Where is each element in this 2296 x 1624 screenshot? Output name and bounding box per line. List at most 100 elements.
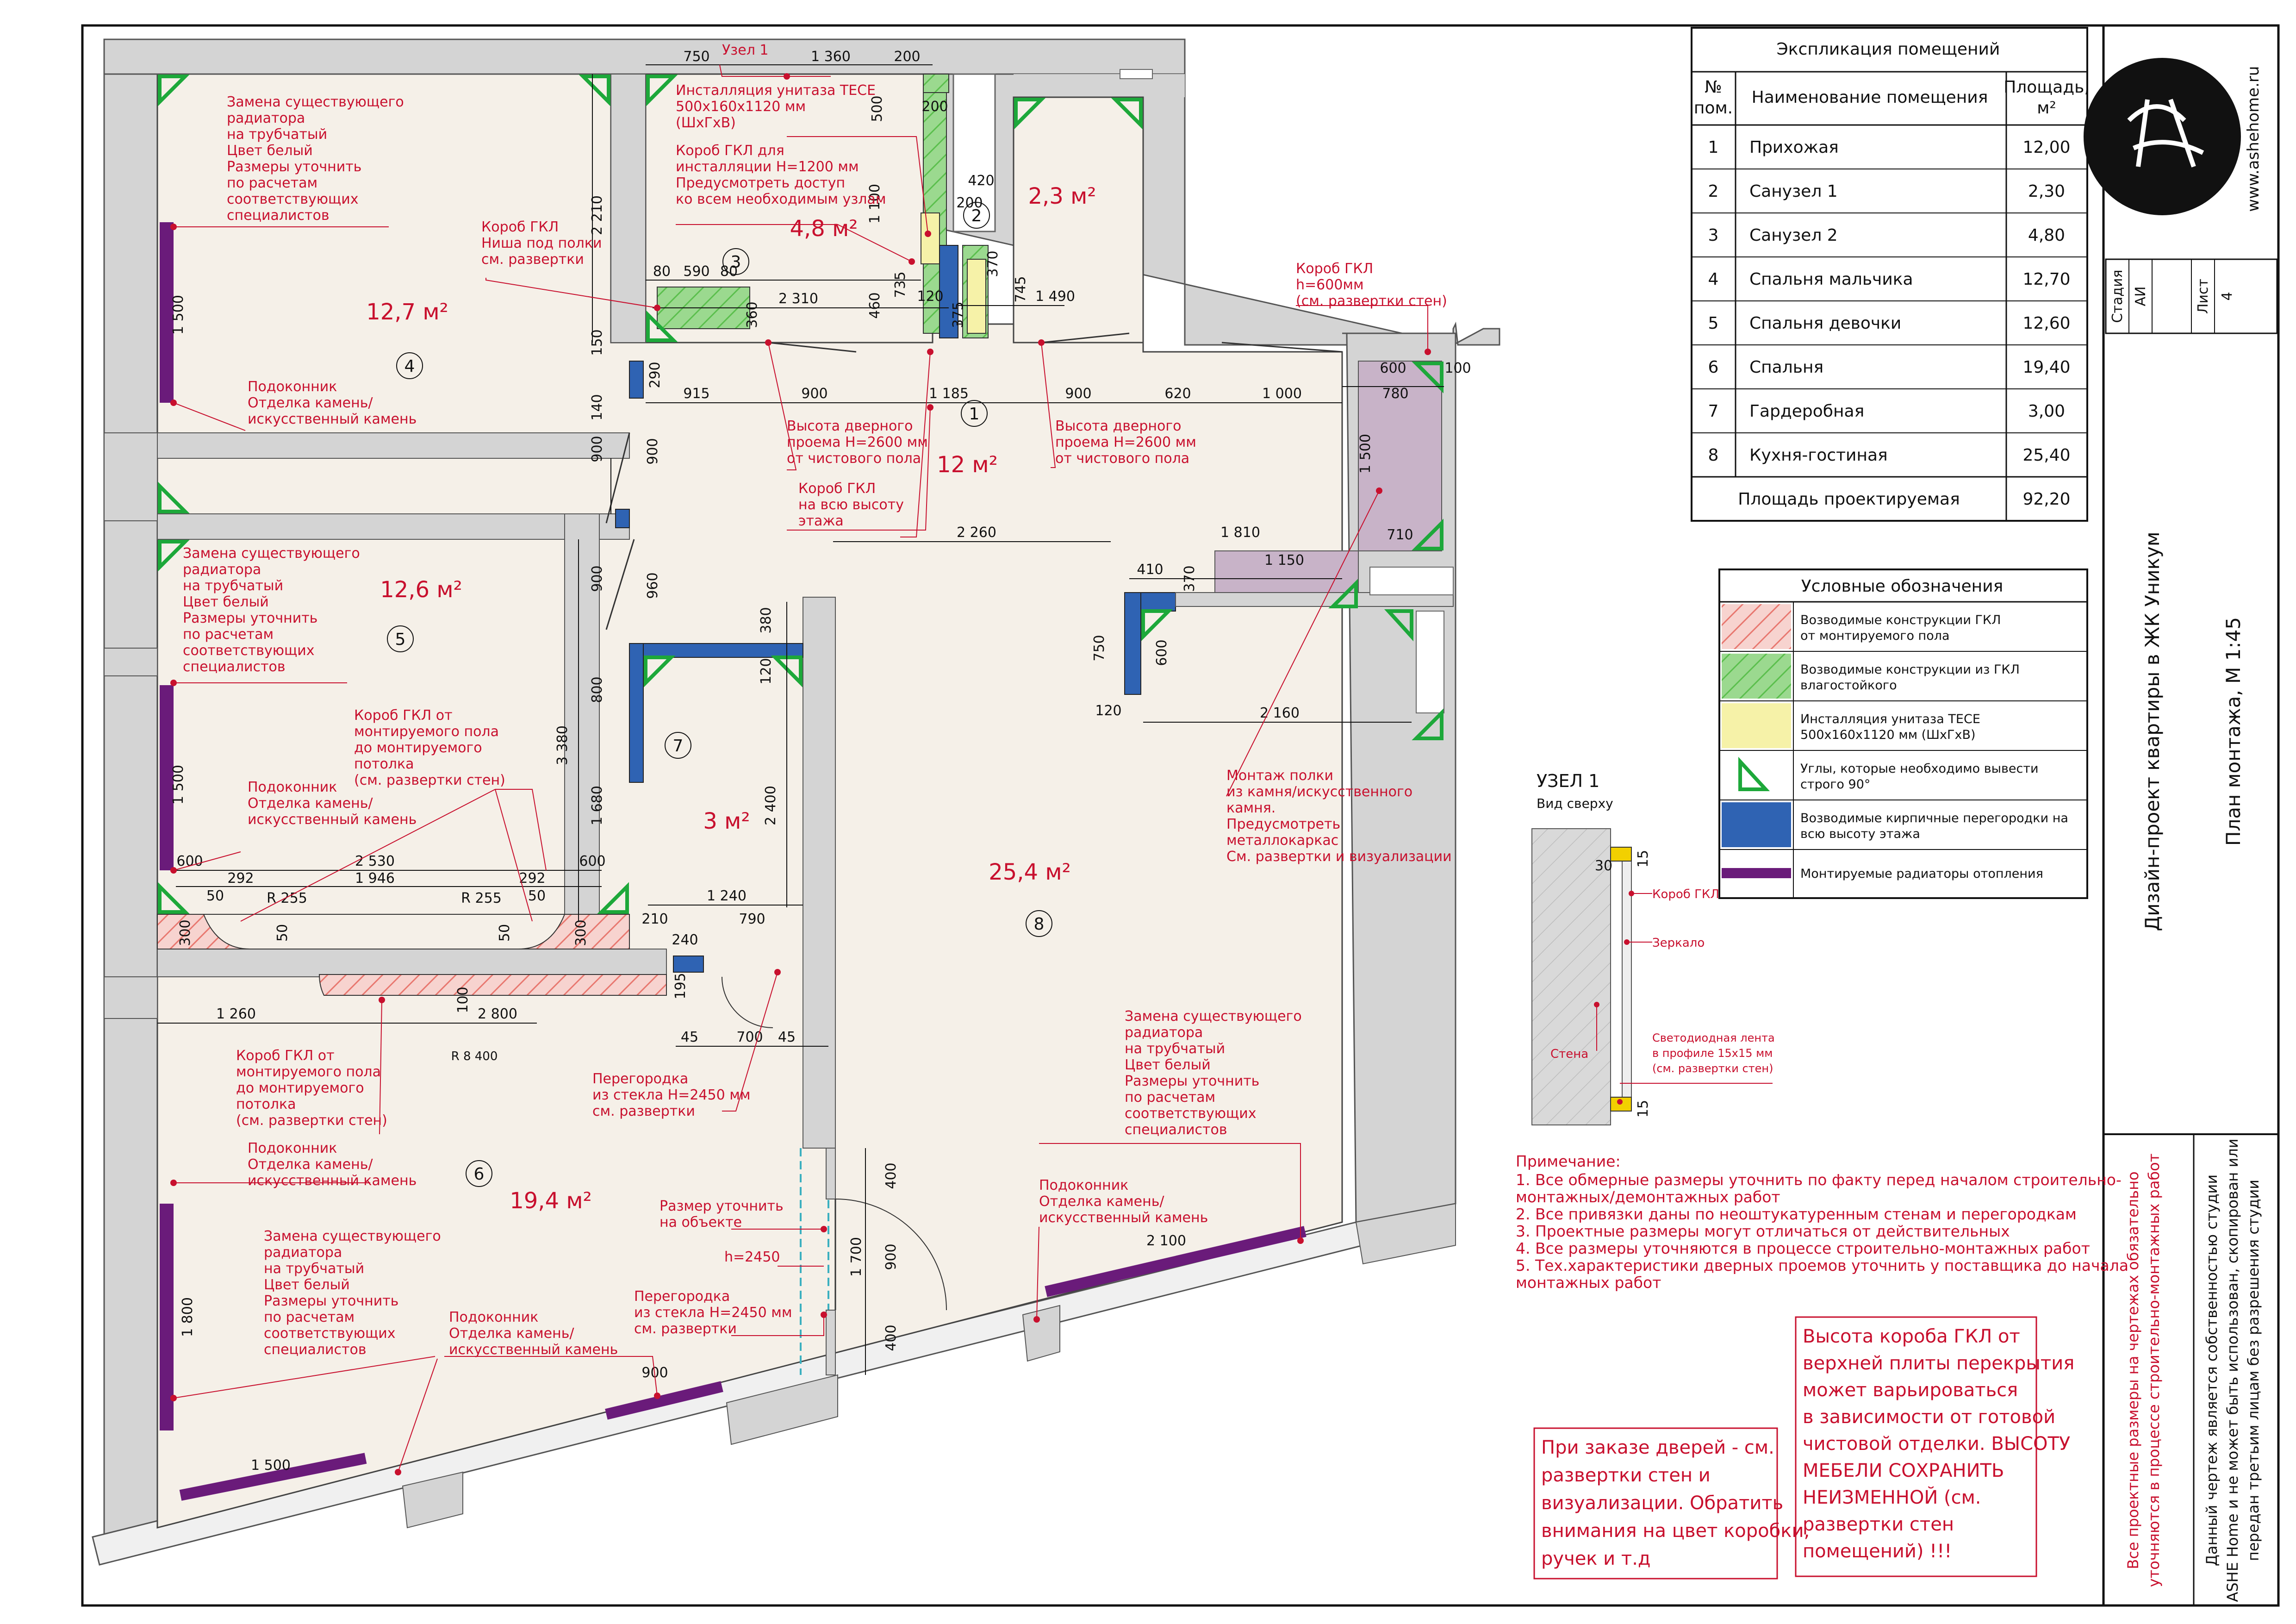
door-swing-hall	[835, 1199, 947, 1311]
svg-text:(см. развертки стен): (см. развертки стен)	[236, 1112, 387, 1129]
svg-text:1 000: 1 000	[1262, 386, 1302, 402]
svg-text:h=2450: h=2450	[724, 1249, 780, 1265]
svg-text:1 490: 1 490	[1035, 288, 1075, 305]
svg-text:Инсталляция унитаза TECE: Инсталляция унитаза TECE	[1800, 712, 1980, 726]
room-no-1: 1	[969, 405, 980, 424]
svg-text:Короб ГКЛ: Короб ГКЛ	[798, 481, 876, 497]
col-no: №	[1705, 78, 1722, 97]
svg-text:420: 420	[968, 173, 994, 189]
svg-text:искусственный камень: искусственный камень	[1039, 1210, 1208, 1226]
svg-text:400: 400	[883, 1324, 899, 1351]
svg-text:м²: м²	[2037, 99, 2056, 118]
svg-text:до монтируемого: до монтируемого	[236, 1080, 364, 1096]
svg-text:Замена существующего: Замена существующего	[183, 545, 360, 562]
svg-text:915: 915	[683, 386, 709, 402]
leader-lines	[173, 64, 1428, 1473]
svg-text:см. развертки: см. развертки	[634, 1321, 737, 1337]
svg-text:искусственный камень: искусственный камень	[449, 1342, 618, 1358]
svg-text:2 260: 2 260	[957, 525, 996, 541]
svg-text:Инсталляция унитаза TECE: Инсталляция унитаза TECE	[676, 82, 876, 99]
legend-swatch-gkl-floor	[1722, 604, 1791, 649]
svg-text:(см. развертки стен): (см. развертки стен)	[1296, 293, 1447, 309]
svg-text:соответствующих: соответствующих	[183, 643, 314, 659]
col-name: Наименование помещения	[1752, 88, 1988, 107]
svg-text:19,40: 19,40	[2022, 358, 2070, 377]
svg-text:45: 45	[681, 1029, 698, 1045]
svg-text:2,30: 2,30	[2028, 182, 2065, 201]
svg-text:750: 750	[683, 49, 709, 65]
svg-text:Все проектные размеры на черте: Все проектные размеры на чертежах обязат…	[2124, 1171, 2142, 1569]
svg-text:100: 100	[1444, 360, 1471, 376]
node-title: УЗЕЛ 1	[1537, 771, 1599, 791]
svg-text:292: 292	[519, 870, 545, 887]
svg-text:ручек и т.д: ручек и т.д	[1541, 1548, 1651, 1569]
svg-text:Цвет белый: Цвет белый	[183, 594, 269, 610]
svg-text:Подоконник: Подоконник	[449, 1309, 538, 1325]
svg-text:Гардеробная: Гардеробная	[1749, 402, 1864, 421]
svg-text:25,40: 25,40	[2022, 446, 2070, 465]
box-height-note: Высота короба ГКЛ от верхней плиты перек…	[1795, 1316, 2074, 1577]
dimension-values: 750 1 360 200 500 200 420 200 1 100 2 21…	[170, 49, 1471, 1474]
room-no-5: 5	[395, 630, 406, 649]
total-label: Площадь проектируемая	[1738, 490, 1960, 509]
svg-text:2 160: 2 160	[1260, 705, 1300, 721]
room-no-7: 7	[673, 737, 684, 756]
svg-text:Кухня-гостиная: Кухня-гостиная	[1749, 446, 1888, 465]
room-area-5: 12,6 м²	[380, 577, 462, 603]
svg-text:проема Н=2600 мм: проема Н=2600 мм	[1055, 434, 1196, 450]
logo-mark	[2127, 99, 2204, 168]
uzel1-link: Узел 1	[722, 42, 769, 58]
svg-text:1 946: 1 946	[355, 870, 395, 887]
svg-text:600: 600	[176, 853, 203, 869]
svg-text:1 500: 1 500	[251, 1457, 291, 1474]
svg-text:6: 6	[1708, 358, 1719, 377]
svg-text:600: 600	[1380, 360, 1406, 376]
svg-text:1 800: 1 800	[180, 1297, 196, 1337]
room-area-4: 12,7 м²	[366, 299, 448, 325]
svg-text:1 500: 1 500	[1357, 434, 1374, 474]
svg-text:(см. развертки стен): (см. развертки стен)	[354, 772, 505, 788]
svg-text:визуализации. Обратить: визуализации. Обратить	[1541, 1493, 1783, 1514]
svg-text:790: 790	[739, 911, 765, 927]
svg-text:370: 370	[985, 250, 1001, 277]
node-subtitle: Вид сверху	[1537, 796, 1613, 811]
svg-text:R 255: R 255	[267, 890, 307, 906]
svg-text:пом.: пом.	[1694, 99, 1733, 118]
svg-text:R 255: R 255	[461, 890, 502, 906]
svg-text:от монтируемого пола: от монтируемого пола	[1800, 629, 1950, 643]
svg-text:от чистового пола: от чистового пола	[787, 450, 921, 467]
node-box-label: Короб ГКЛ	[1652, 887, 1719, 901]
svg-text:Отделка камень/: Отделка камень/	[1039, 1193, 1164, 1210]
svg-text:Подоконник: Подоконник	[1039, 1177, 1128, 1193]
svg-text:может варьироваться: может варьироваться	[1803, 1380, 2018, 1401]
svg-text:30: 30	[1595, 858, 1612, 874]
svg-text:370: 370	[1182, 565, 1198, 592]
notes: Примечание: 1. Все обмерные размеры уточ…	[1516, 1152, 2128, 1292]
svg-text:h=600мм: h=600мм	[1296, 277, 1364, 293]
svg-text:искусственный камень: искусственный камень	[248, 411, 417, 427]
legend-corner-icon	[1738, 756, 1770, 791]
svg-text:150: 150	[589, 329, 605, 356]
svg-text:500х160х1120 мм: 500х160х1120 мм	[676, 99, 806, 115]
svg-text:соответствующих: соответствующих	[1125, 1106, 1256, 1122]
svg-text:2. Все привязки даны по неошту: 2. Все привязки даны по неоштукатуренным…	[1516, 1205, 2077, 1223]
room-area-7: 3 м²	[703, 808, 750, 834]
svg-text:влагостойкого: влагостойкого	[1800, 678, 1897, 693]
svg-text:развертки стен: развертки стен	[1803, 1514, 1954, 1535]
svg-text:50: 50	[528, 888, 546, 904]
svg-text:2: 2	[1708, 182, 1719, 201]
svg-text:уточняются в процессе строител: уточняются в процессе строительно-монтаж…	[2145, 1154, 2163, 1587]
floor-plan	[92, 38, 1500, 1566]
svg-text:из камня/искусственного: из камня/искусственного	[1226, 784, 1412, 800]
stage-value: АИ	[2133, 287, 2149, 306]
svg-text:900: 900	[1065, 386, 1091, 402]
svg-text:этажа: этажа	[798, 513, 844, 529]
svg-text:780: 780	[1382, 386, 1408, 402]
svg-text:искусственный камень: искусственный камень	[248, 812, 417, 828]
dimension-lines	[157, 64, 1444, 1375]
svg-text:Короб ГКЛ от: Короб ГКЛ от	[236, 1048, 335, 1064]
svg-text:Цвет белый: Цвет белый	[1125, 1057, 1211, 1073]
svg-text:960: 960	[645, 572, 661, 599]
svg-text:потолка: потолка	[354, 756, 414, 772]
